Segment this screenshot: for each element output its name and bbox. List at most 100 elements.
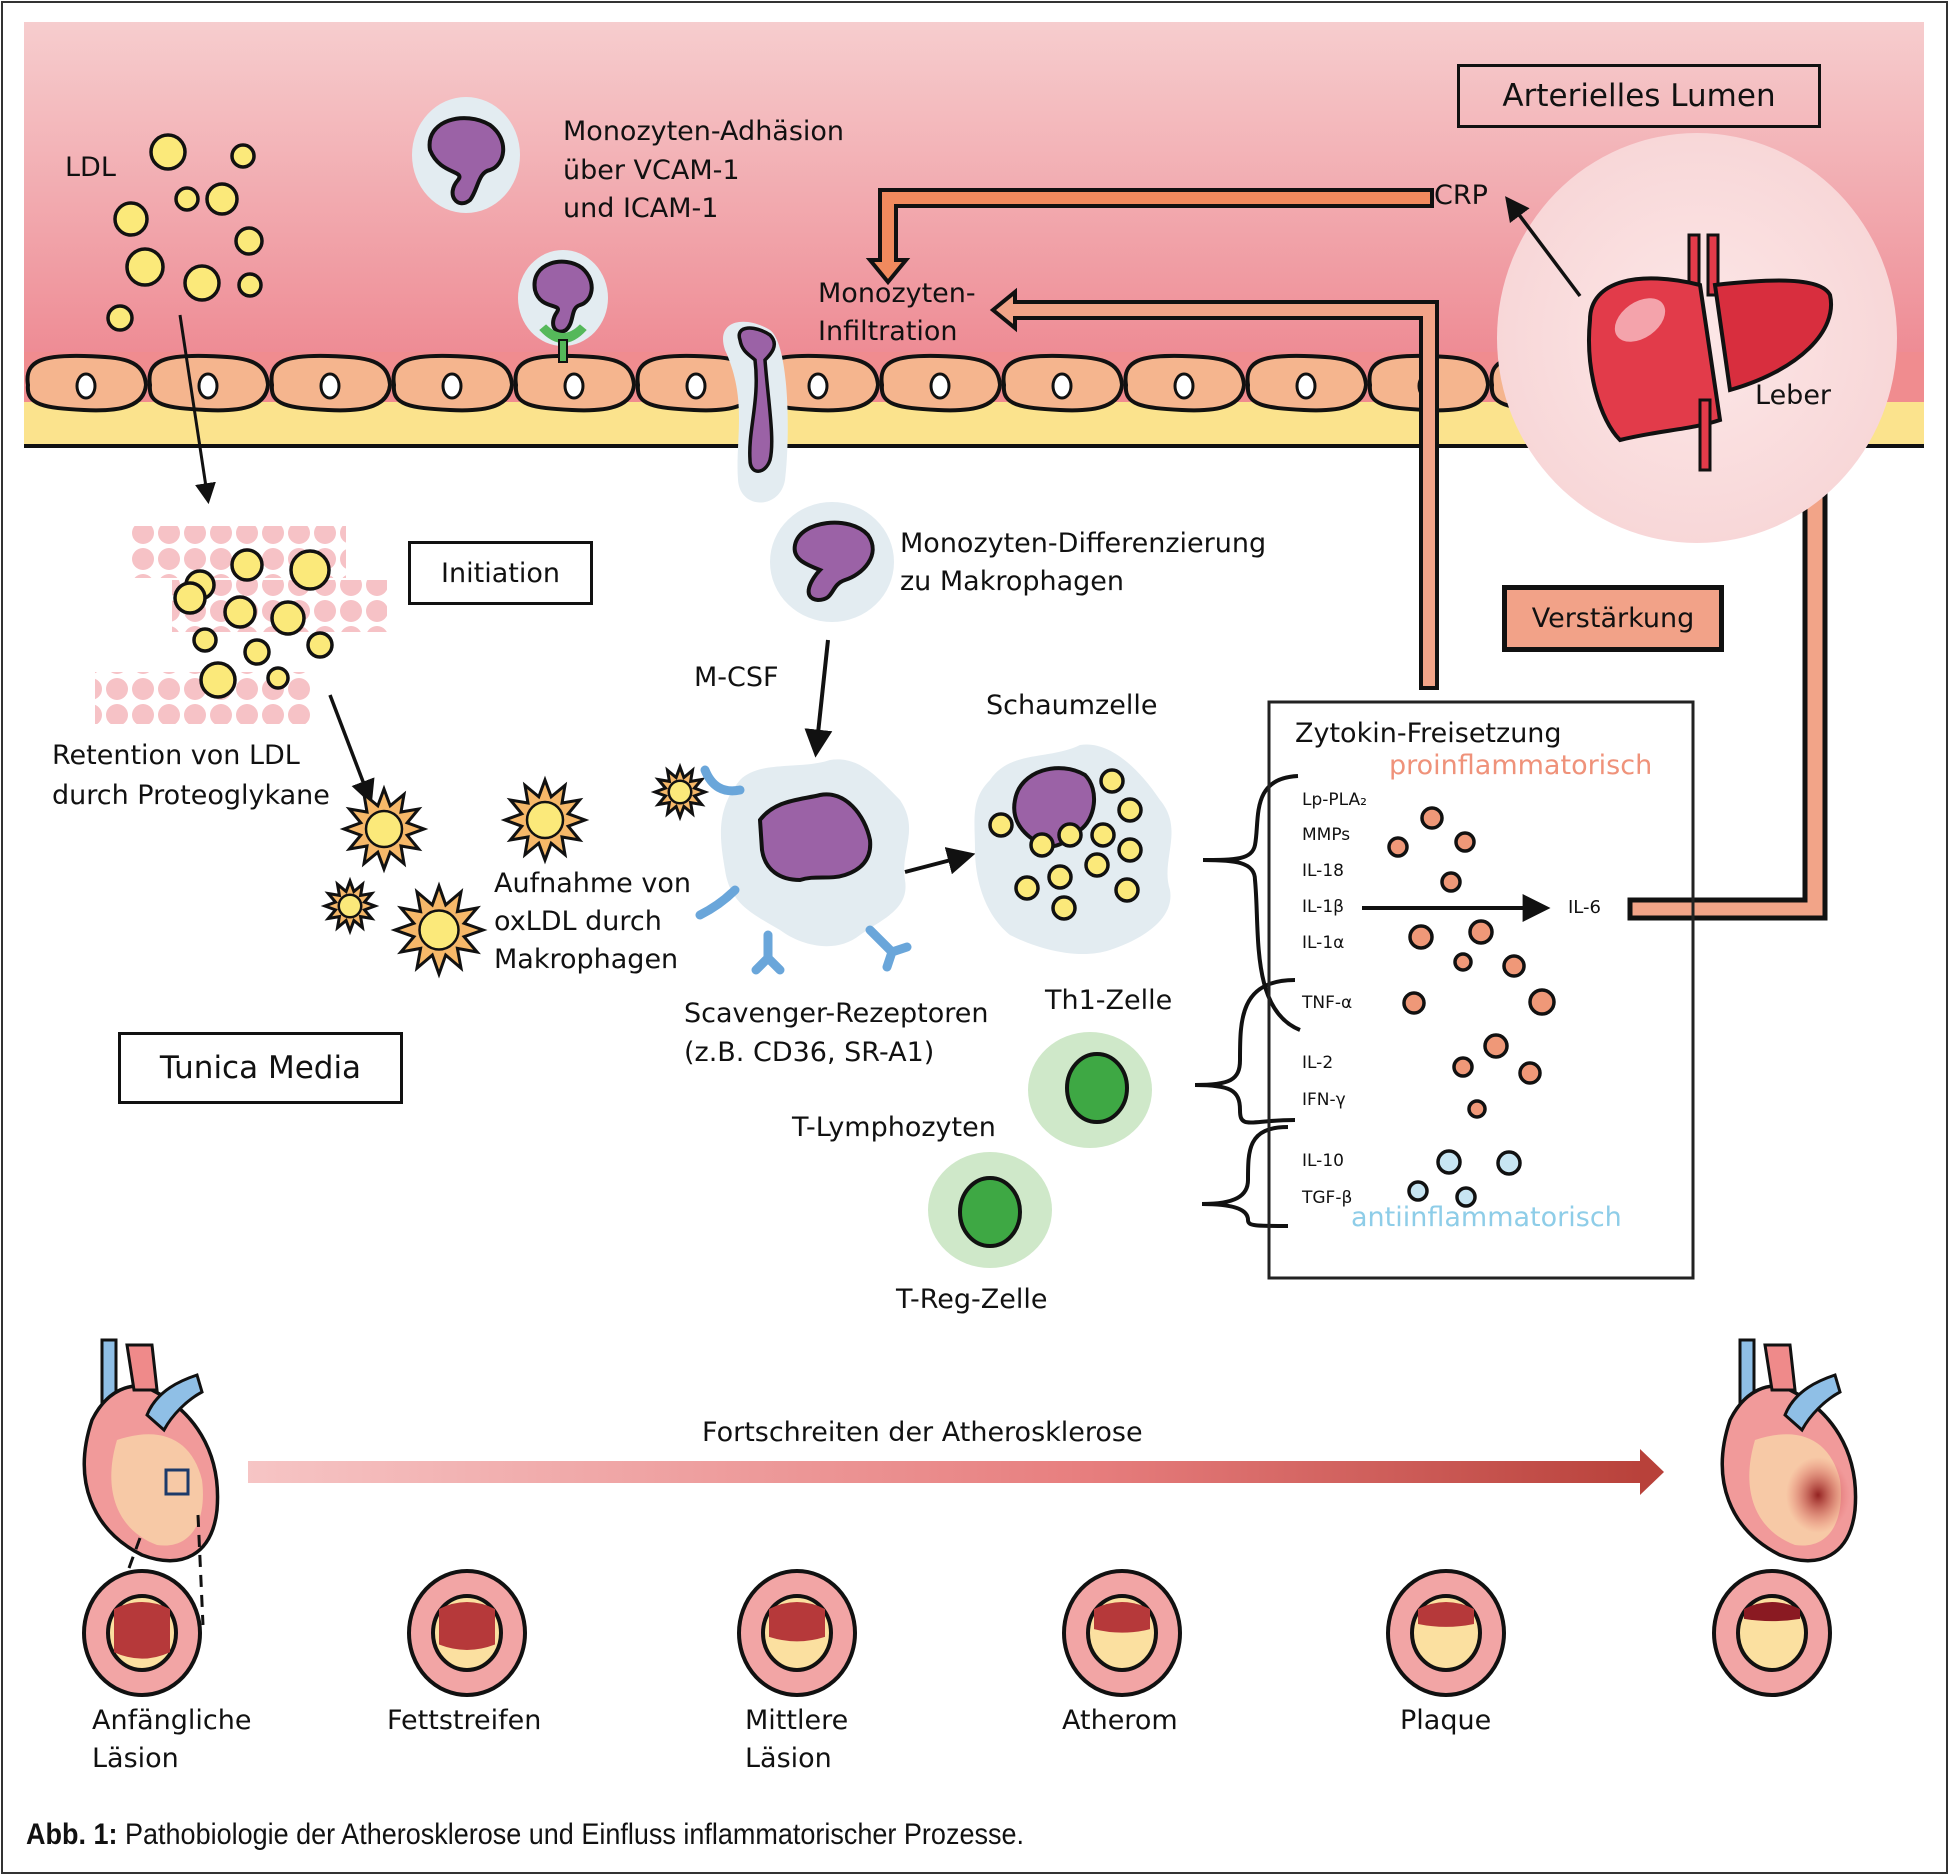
cytokine-infiltration-arrow [989,287,1439,690]
artery-lumen-blood [114,1602,170,1659]
ldl-particles-retained [173,548,334,699]
ldl-particle [106,304,134,332]
cytokine-pro-dot [1454,831,1476,853]
ldl-particle [237,272,263,298]
monocyte-free [412,97,520,213]
treg-cell [928,1152,1052,1268]
endothelial-nucleus [1051,372,1073,400]
adhesion-label-2: über VCAM-1 [563,155,740,186]
lipid-droplet [1090,822,1116,848]
cytokine-pro-dot [1483,1033,1509,1059]
ldl-label: LDL [65,152,116,183]
macrophage [695,759,912,975]
cytokine-il10: IL-10 [1302,1151,1344,1171]
lipid-droplet [1117,797,1143,823]
cytokine-anti-dot [1496,1150,1522,1176]
endothelial-nucleus [441,372,463,400]
il6-label: IL-6 [1568,897,1601,918]
foam-cell-label: Schaumzelle [986,690,1158,721]
cytokine-pro-dot [1467,1099,1487,1119]
tunica-media-title: Tunica Media [159,1050,362,1086]
artery-lumen-blood [769,1602,825,1642]
crp-feedback-arrow [865,188,1434,286]
retention-label-2: durch Proteoglykane [52,780,330,811]
infarct-area [1786,1457,1850,1533]
ldl-particle [230,548,264,582]
monocyte-transmigrating [723,321,788,503]
ldl-particle [266,666,290,690]
lipid-droplet [1029,832,1055,858]
mcsf-label: M-CSF [694,662,779,693]
lipid-droplet [1114,877,1140,903]
ldl-particle [183,264,221,302]
ldl-particle [174,186,200,212]
ldl-particle [125,247,165,287]
initiation-box: Initiation [408,541,593,605]
oxldl-core [418,909,460,951]
artery-lumen-blood [1094,1602,1150,1633]
oxldl-core [364,809,404,849]
cytokine-pro-dot [1452,1056,1474,1078]
ldl-particle [192,627,218,653]
lipid-droplet [1057,822,1083,848]
foam-cell-lipid-droplets [988,768,1143,921]
endothelial-cell-layer [25,353,1613,413]
differentiation-label-2: zu Makrophagen [900,566,1125,597]
infiltration-label-2: Infiltration [818,316,958,347]
cytokine-il1b: IL-1β [1302,897,1344,917]
liver-label: Leber [1755,380,1832,411]
endothelial-nucleus [1173,372,1195,400]
ldl-particle [173,581,207,615]
artery-lumen-blood [1418,1602,1474,1627]
ldl-particle [199,661,237,699]
stage-label-1b: Läsion [92,1743,179,1774]
antiinflammatory-label: antiinflammatorisch [1351,1202,1622,1233]
endothelial-nucleus [807,372,829,400]
lipid-droplet [1051,895,1077,921]
ldl-particle [205,182,239,216]
caption-label: Abb. 1: [26,1818,118,1851]
artery-cross-sections [82,1569,1832,1697]
th1-cell [1028,1032,1152,1148]
differentiation-label-1: Monozyten-Differenzierung [900,528,1267,559]
endothelial-nucleus [197,372,219,400]
monocyte-adhered [518,250,608,363]
liver-icon [1587,233,1834,472]
cytokine-pro-dot [1468,919,1494,945]
brace-treg [1201,1125,1289,1228]
zoom-region-marker [164,1468,190,1496]
aorta [1763,1343,1797,1392]
stage-label-1a: Anfängliche [92,1705,252,1736]
crp-label: CRP [1434,180,1488,211]
endothelial-nucleus [685,372,707,400]
heart-myocardium [111,1434,203,1546]
cytokine-anti-dot [1455,1186,1477,1208]
cytokine-release-box [1267,700,1695,1280]
cytokine-anti-dot [1407,1180,1429,1202]
ldl-particle [223,595,257,629]
oxldl-core [667,779,693,805]
arterial-lumen-title-box: Arterielles Lumen [1457,64,1821,128]
figure-caption: Abb. 1: Pathobiologie der Atherosklerose… [26,1818,1024,1852]
infiltration-label-1: Monozyten- [818,278,976,309]
ldl-particles-lumen [106,133,264,332]
arterial-lumen-title: Arterielles Lumen [1502,78,1776,114]
heart-icon-healthy [82,1338,220,1563]
amplification-label: Verstärkung [1531,603,1695,634]
endothelial-nucleus [319,372,341,400]
endothelial-nucleus [563,372,585,400]
lipid-droplet [1084,852,1110,878]
cytokine-anti-dot [1436,1149,1462,1175]
cytokine-pro-dot [1420,806,1444,830]
caption-text: Pathobiologie der Atherosklerose und Ein… [125,1818,1024,1851]
brace-th1 [1194,978,1296,1125]
cytokine-mmps: MMPs [1302,825,1351,845]
adhesion-label-3: und ICAM-1 [563,193,719,224]
cytokine-pro-dot [1453,952,1473,972]
proinflammatory-label: proinflammatorisch [1389,750,1653,781]
artery-lumen-blood [1744,1602,1800,1622]
cytokine-tgfb: TGF-β [1302,1188,1353,1208]
ldl-particle [149,133,187,171]
